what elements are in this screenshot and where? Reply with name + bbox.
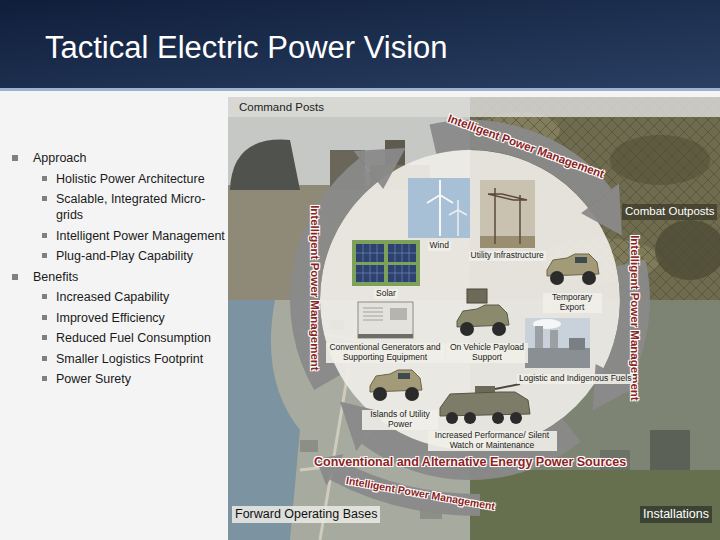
source-label: Temporary Export: [543, 293, 602, 313]
illustration-shape: [480, 236, 535, 248]
illustration-shape: [581, 184, 622, 236]
cycle-label: Conventional and Alternative Energy Powe…: [314, 455, 626, 470]
illustration-shape: [230, 140, 300, 190]
bullet-marker: [12, 155, 18, 161]
illustration-shape: [464, 412, 476, 424]
humvee-export: [547, 254, 599, 285]
wind-photo: [408, 178, 470, 238]
illustration-shape: [495, 384, 520, 389]
illustration-shape: [390, 308, 407, 320]
arrow-heads: [316, 148, 638, 486]
illustration-shape: [398, 373, 410, 379]
illustration-shape: [582, 271, 596, 285]
bullet-marker: [42, 376, 47, 381]
bullet-marker: [42, 196, 47, 201]
illustration-shape: [488, 188, 527, 244]
bullet-marker: [42, 315, 47, 320]
bullet-marker: [42, 335, 47, 340]
humvee-islands: [370, 370, 422, 401]
illustration-shape: [358, 302, 413, 338]
illustration-shape: [228, 97, 720, 117]
source-label: Islands of Utility Power: [362, 410, 438, 430]
bullet-item: Scalable, Integrated Micro-grids: [56, 191, 228, 223]
generator: [358, 302, 413, 338]
bullet-marker: [42, 176, 47, 181]
utility-photo: [480, 180, 535, 248]
stryker-vehicle: [440, 384, 530, 424]
bullet-marker: [42, 356, 47, 361]
cycle-arrows: [305, 135, 635, 505]
illustration-shape: [427, 180, 453, 203]
illustration-shape: [320, 150, 620, 450]
illustration-shape: [480, 180, 535, 248]
illustration-shape: [439, 195, 441, 236]
illustration-shape: [569, 338, 585, 350]
source-label: Wind: [428, 241, 451, 251]
illustration-shape: [575, 257, 587, 263]
solar-photo: [352, 240, 420, 286]
illustration-shape: [373, 387, 387, 401]
bullet-item: Intelligent Power Management: [56, 228, 228, 244]
bullet-item: Power Surety: [56, 371, 228, 387]
bullet-heading: Benefits: [33, 269, 223, 285]
source-label: Conventional Generators and Supporting E…: [326, 343, 445, 363]
illustration-shape: [352, 240, 420, 286]
illustration-shape: [354, 148, 406, 189]
illustration-shape: [356, 244, 416, 282]
illustration-shape: [228, 300, 300, 540]
bullet-marker: [42, 294, 47, 299]
bullet-item: Increased Capability: [56, 289, 228, 305]
source-label: On Vehicle Payload Support: [446, 343, 528, 363]
illustration-shape: [460, 322, 474, 336]
illustration-shape: [405, 387, 419, 401]
bullet-item: Smaller Logistics Footprint: [56, 351, 228, 367]
bullet-marker: [42, 253, 47, 258]
cycle-label: Intelligent Power Management: [307, 205, 321, 371]
illustration-shape: [510, 412, 522, 424]
illustration-shape: [650, 430, 690, 470]
background-photos: [228, 97, 720, 540]
illustration-shape: [525, 318, 590, 368]
bullet-item: Plug-and-Play Capability: [56, 248, 228, 264]
illustration-shape: [550, 271, 564, 285]
illustration-shape: [492, 412, 504, 424]
illustration-shape: [525, 348, 590, 368]
power-plant: [525, 318, 590, 368]
bullet-item: Holistic Power Architecture: [56, 171, 228, 187]
bullet-marker: [12, 274, 18, 280]
source-label: Utility Infrastructure: [469, 251, 546, 261]
bullet-item: Reduced Fuel Consumption: [56, 330, 228, 346]
bullet-item: Improved Efficiency: [56, 310, 228, 326]
illustration-shape: [363, 308, 383, 320]
illustration-shape: [467, 289, 487, 303]
bullet-marker: [42, 233, 47, 238]
cycle-label: Intelligent Power Management: [446, 112, 606, 182]
region-label: Forward Operating Bases: [232, 506, 380, 523]
region-label: Installations: [640, 506, 712, 523]
region-label: Combat Outposts: [622, 204, 717, 220]
illustration-shape: [449, 200, 467, 215]
illustration-shape: [446, 412, 458, 424]
radar-vehicle: [457, 289, 509, 336]
slide-title: Tactical Electric Power Vision: [45, 30, 448, 66]
illustration-shape: [0, 0, 720, 88]
illustration-shape: [457, 210, 459, 236]
illustration-shape: [358, 334, 413, 338]
bullet-heading: Approach: [33, 150, 223, 166]
illustration-shape: [300, 440, 318, 452]
illustration-shape: [492, 322, 506, 336]
illustration-shape: [470, 470, 720, 540]
illustration-shape: [408, 178, 470, 238]
source-label: Logistic and Indigenous Fuels: [517, 374, 633, 384]
illustration-shape: [0, 88, 720, 91]
source-label: Solar: [374, 289, 398, 299]
source-label: Increased Performance/ Silent Watch or M…: [428, 431, 557, 451]
region-label: Command Posts: [236, 100, 327, 116]
